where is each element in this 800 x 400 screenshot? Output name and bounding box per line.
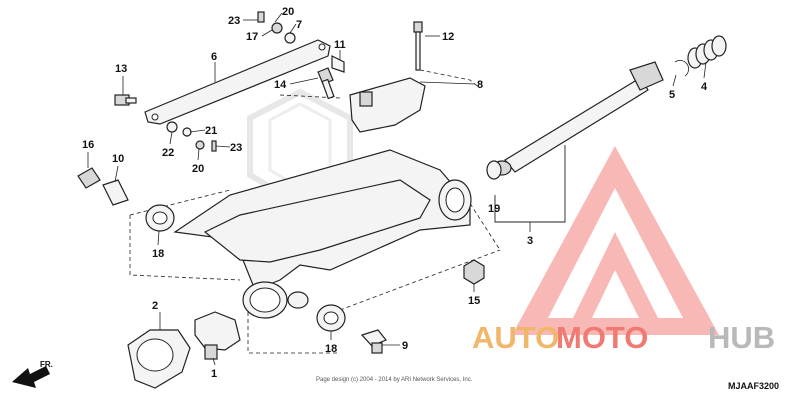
callout-19: 19	[488, 203, 500, 215]
drive-shaft-part	[486, 61, 664, 180]
callout-3: 3	[527, 235, 533, 247]
copyright-notice: Page design (c) 2004 - 2014 by ARI Netwo…	[316, 377, 473, 383]
watermark-triangle-logo	[512, 146, 719, 335]
callout-4: 4	[701, 81, 708, 93]
callout-10: 10	[112, 153, 124, 165]
callout-16: 16	[82, 139, 94, 151]
diagram-code: MJAAF3200	[728, 381, 779, 391]
callout-18: 18	[152, 248, 164, 260]
callout-15: 15	[468, 295, 480, 307]
pivot-pin-part	[77, 167, 129, 206]
callout-18b: 18	[325, 343, 337, 355]
bearing-part-lower	[316, 304, 346, 332]
watermark-brand-text: AUTO MOTO HUB	[472, 320, 775, 355]
spring-part	[687, 35, 727, 69]
callout-11: 11	[334, 39, 346, 51]
callout-9: 9	[402, 340, 408, 352]
callout-22: 22	[162, 147, 174, 159]
bearing-part-left	[145, 204, 175, 232]
callout-14: 14	[274, 79, 287, 91]
callout-20b: 20	[192, 163, 204, 175]
leader-lines	[87, 12, 707, 366]
brand-auto: AUTO	[472, 320, 559, 355]
callout-7: 7	[296, 19, 302, 31]
callout-1: 1	[211, 368, 217, 380]
front-label: FR.	[40, 360, 53, 369]
brand-moto: MOTO	[556, 320, 648, 355]
universal-joint-part	[194, 311, 241, 360]
callout-23: 23	[228, 15, 240, 27]
callout-21: 21	[205, 125, 217, 137]
callout-17: 17	[246, 31, 258, 43]
brand-hub: HUB	[708, 320, 775, 355]
callout-5: 5	[669, 89, 675, 101]
swingarm-body	[173, 149, 472, 319]
link-bar-part	[144, 39, 331, 125]
callout-23b: 23	[230, 142, 242, 154]
circlip-part	[674, 60, 689, 77]
front-arrow-icon	[12, 366, 50, 388]
part-callouts: 23 20 17 7 11 12 13 6 14 8 5 4 21 22 23 …	[82, 6, 708, 380]
callout-12: 12	[442, 31, 454, 43]
adjuster-bolt-part	[317, 67, 335, 100]
callout-8: 8	[477, 79, 483, 91]
callout-2: 2	[152, 300, 158, 312]
callout-20: 20	[282, 6, 294, 18]
callout-6: 6	[211, 51, 217, 63]
front-direction-indicator: FR.	[12, 360, 53, 388]
universal-joint-boot	[127, 329, 191, 389]
drain-bolt-part	[360, 329, 387, 354]
nut-part	[463, 259, 485, 285]
callout-13: 13	[115, 63, 127, 75]
small-fasteners	[114, 11, 423, 152]
